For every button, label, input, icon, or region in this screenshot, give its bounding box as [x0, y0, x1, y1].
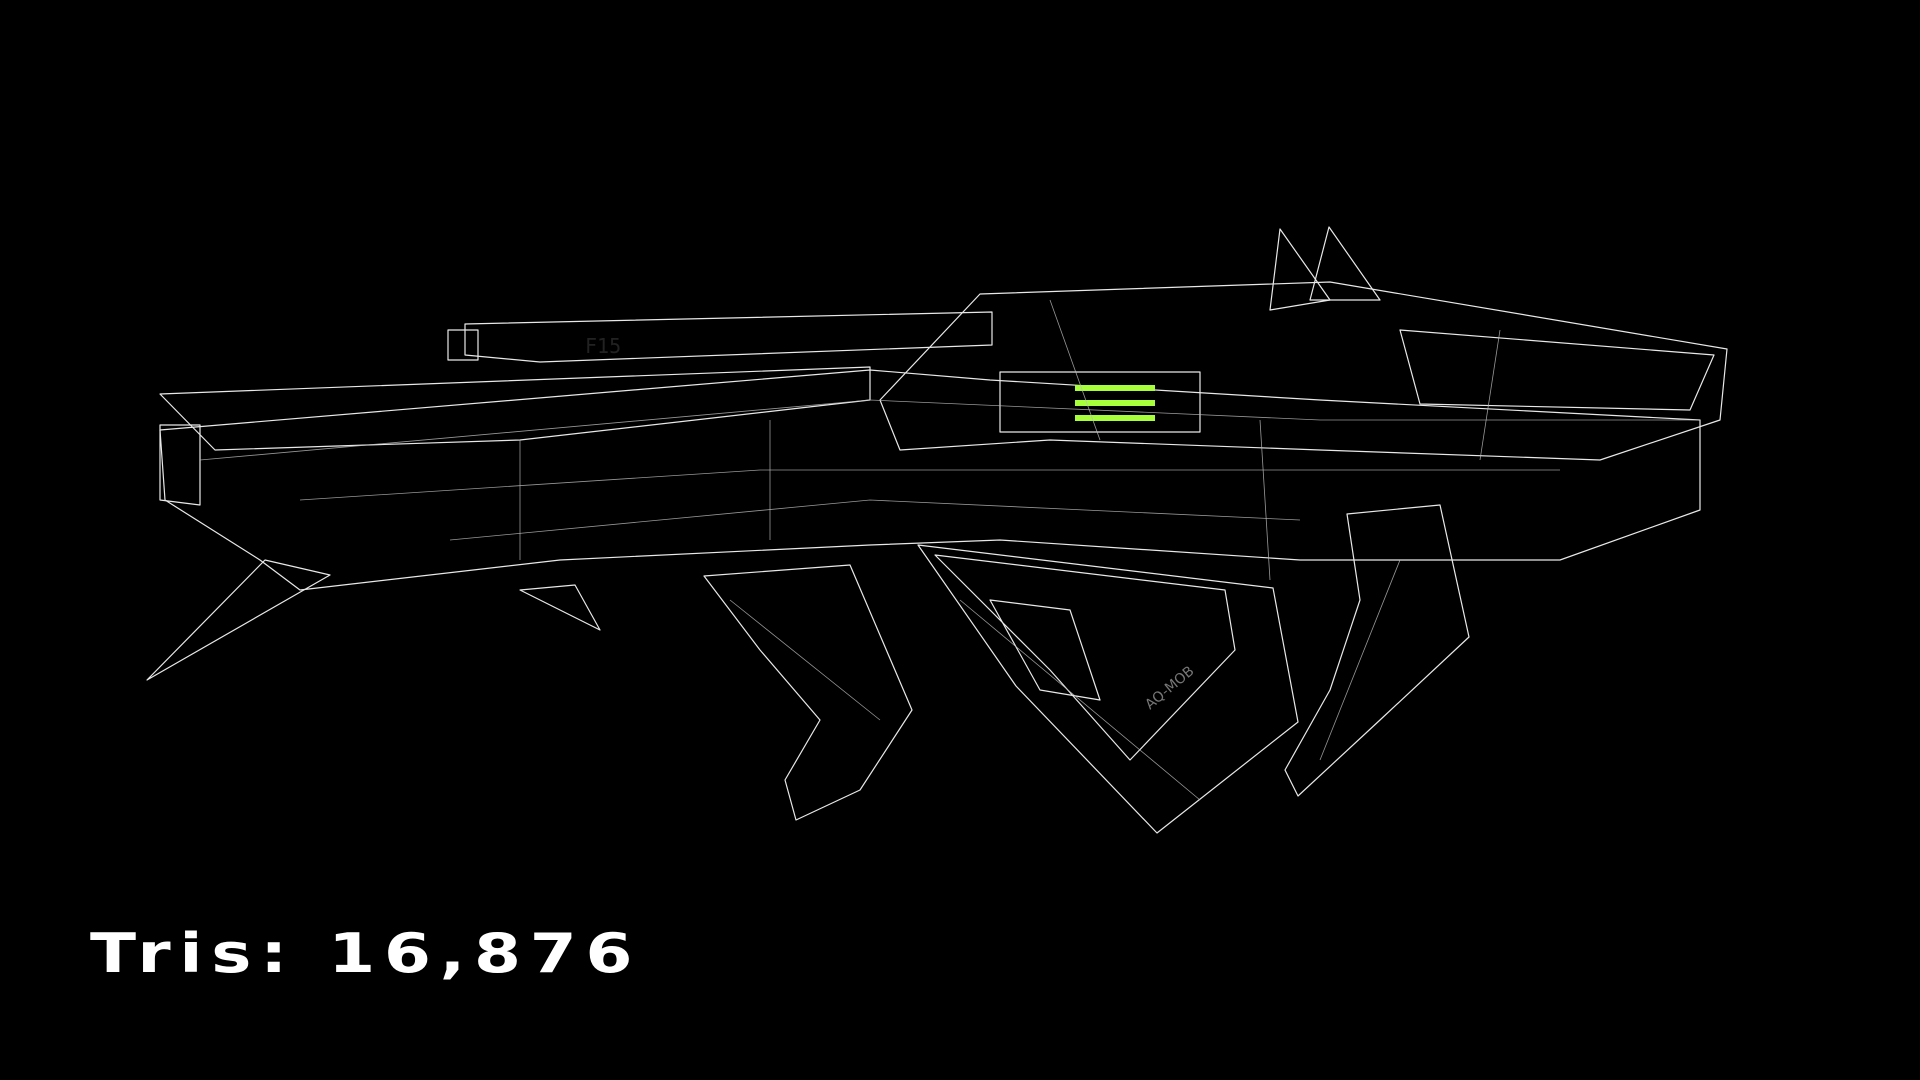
receiver: [879, 281, 1728, 461]
spike-1: [1269, 228, 1331, 311]
aq-mob-marking: AQ-MOB: [1142, 663, 1197, 713]
mesh-lines: [199, 299, 1700, 801]
f15-marking: F15: [585, 334, 621, 358]
glow-coil-1: [1075, 385, 1155, 391]
energy-chamber: [999, 371, 1201, 433]
barrel-shroud: [159, 366, 871, 451]
weapon-model: F15 AQ-MOB: [146, 226, 1728, 834]
rear-grip: [1284, 504, 1470, 797]
rail-cap: [447, 329, 479, 361]
green-panel-rear: [1399, 329, 1715, 411]
glow-coil-3: [1075, 415, 1155, 421]
triangle-count-label: Tris: 16,876: [90, 922, 642, 985]
spike-2: [1309, 226, 1381, 301]
front-spike: [146, 559, 331, 681]
top-rail: [464, 311, 993, 363]
magazine-cutout: [989, 599, 1101, 701]
under-spike: [519, 584, 601, 631]
front-grip: [703, 564, 913, 821]
barrel-muzzle: [159, 424, 201, 506]
magazine-green-panel: [934, 554, 1236, 761]
magazine: [917, 544, 1299, 834]
glow-coil-2: [1075, 400, 1155, 406]
